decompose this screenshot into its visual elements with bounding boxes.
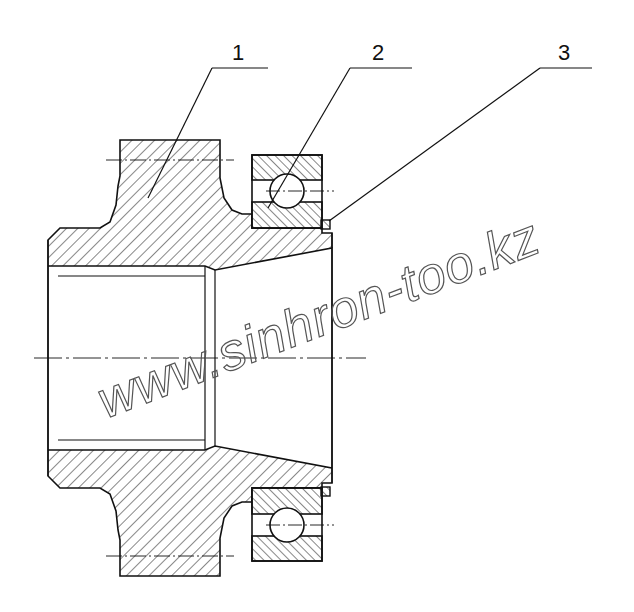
ball-axis <box>266 191 334 192</box>
leader-lines <box>148 68 592 221</box>
bearing-ring <box>252 155 322 228</box>
pitch-line <box>106 160 234 161</box>
snap-ring <box>321 220 330 229</box>
callout-number: 2 <box>372 42 384 64</box>
callout-number: 1 <box>232 42 244 64</box>
callout-number: 3 <box>558 42 570 64</box>
snap-ring <box>321 487 330 496</box>
bore-line <box>58 275 205 276</box>
bore-line <box>58 439 205 440</box>
bearing-ring <box>252 488 322 561</box>
pitch-line <box>106 556 234 557</box>
ball-axis <box>266 525 334 526</box>
